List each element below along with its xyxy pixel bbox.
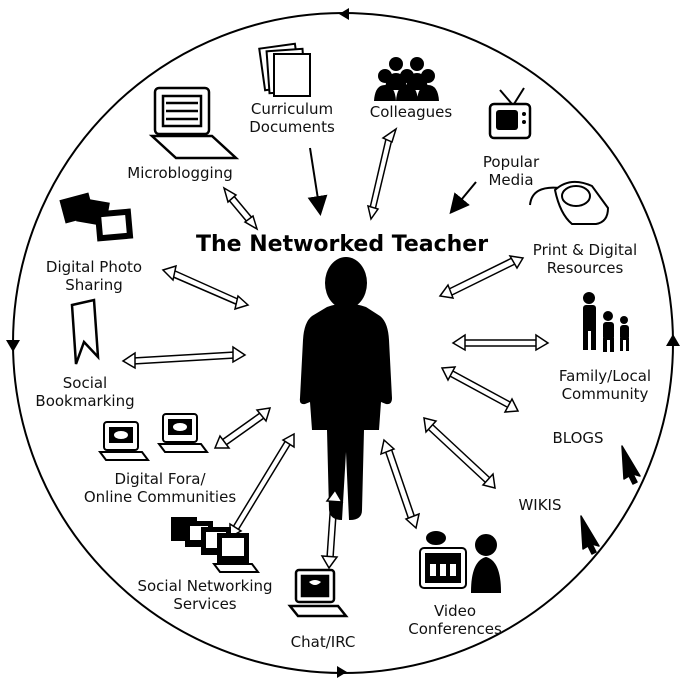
video-conference-icon	[419, 531, 502, 593]
colleagues-icon	[374, 57, 439, 101]
photos-icon	[59, 192, 134, 242]
wikis-cursor-icon	[580, 515, 600, 555]
arrow-photo-sharing	[161, 264, 250, 311]
mouse-icon	[529, 180, 610, 225]
arrow-colleagues	[366, 127, 398, 221]
arrow-print-resources	[438, 255, 525, 299]
arrow-blogs	[440, 366, 520, 413]
label-blogs: BLOGS	[552, 429, 604, 447]
two-way-arrows	[121, 127, 550, 570]
arrow-wikis	[423, 417, 496, 489]
teacher-figure	[299, 257, 392, 520]
blogs-cursor-icon	[621, 445, 641, 485]
bookmark-icon	[70, 298, 100, 365]
arrow-chat	[320, 488, 344, 570]
diagram-title: The Networked Teacher	[196, 232, 489, 257]
label-digital-fora: Digital Fora/Online Communities	[83, 470, 237, 506]
laptop-icon-microblogging	[148, 86, 240, 160]
arrow-curriculum	[307, 147, 328, 216]
arrow-bookmarking	[121, 345, 247, 370]
cycle-arrow-left	[6, 340, 20, 352]
chat-laptop-icon	[287, 568, 349, 618]
arrow-video	[379, 438, 421, 530]
label-wikis: WIKIS	[518, 496, 562, 514]
arrow-microblogging	[222, 186, 259, 231]
television-icon	[488, 87, 532, 140]
cycle-arrow-right	[666, 334, 680, 346]
documents-icon	[258, 42, 311, 97]
networked-computers-icon	[171, 517, 260, 573]
arrow-popular-media	[449, 181, 477, 215]
forum-laptops-icon	[98, 413, 209, 461]
label-microblogging: Microblogging	[127, 164, 233, 182]
label-colleagues: Colleagues	[369, 103, 453, 121]
cycle-arrow-bottom	[337, 666, 347, 678]
label-chat-irc: Chat/IRC	[290, 633, 356, 651]
arrow-fora	[213, 407, 272, 449]
cycle-arrow-top	[339, 8, 349, 20]
family-icon	[583, 292, 629, 352]
arrow-family	[451, 333, 550, 352]
